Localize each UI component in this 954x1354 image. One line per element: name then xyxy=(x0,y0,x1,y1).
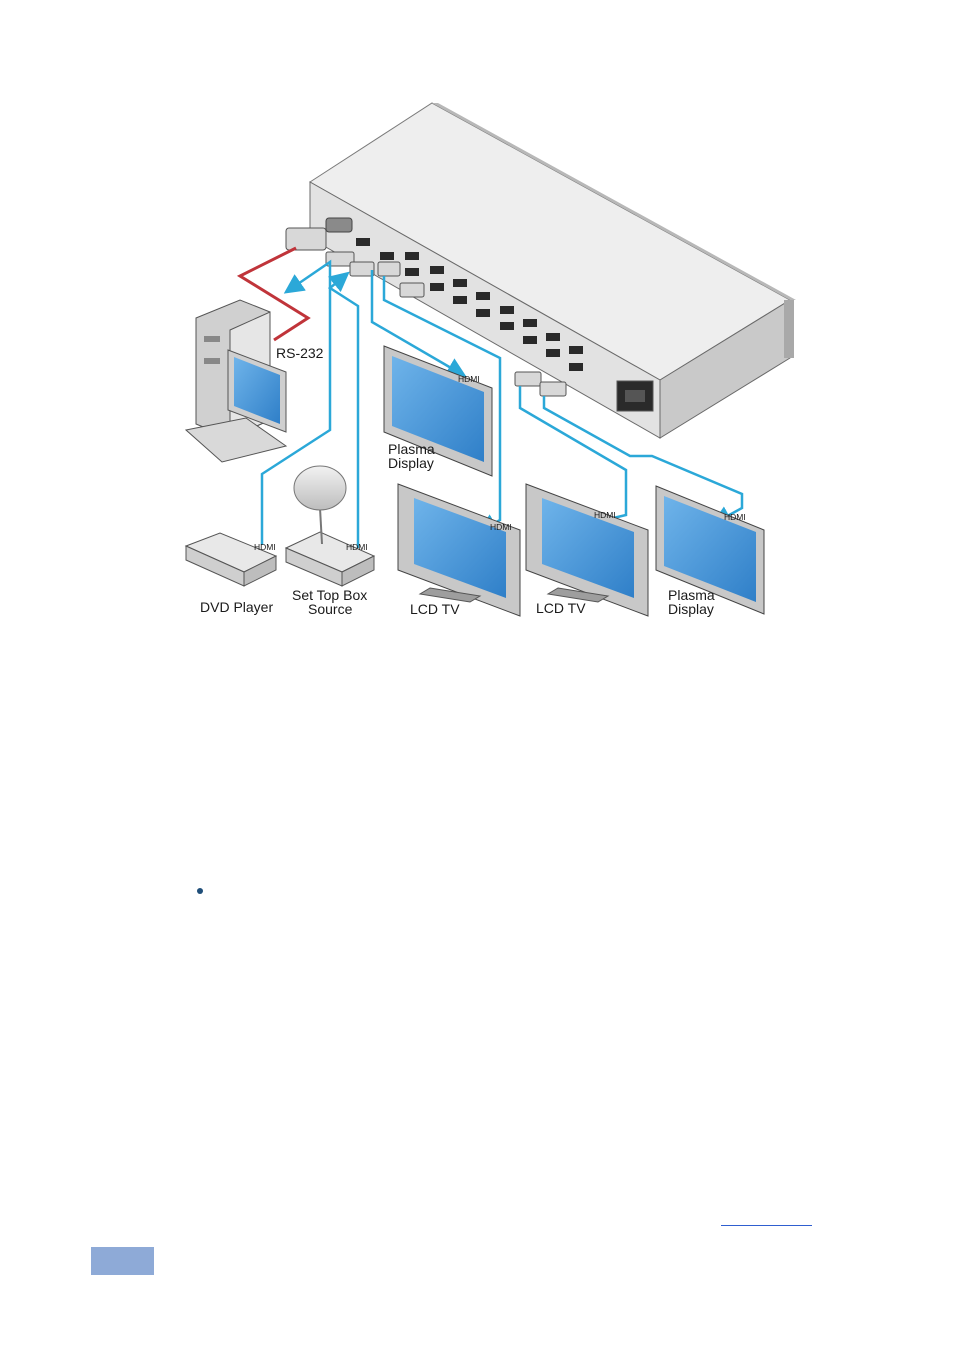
rs232-cable xyxy=(236,246,311,342)
label-hdmi-plasma-right: HDMI xyxy=(724,512,746,522)
label-hdmi-plasma-top: HDMI xyxy=(458,374,480,384)
pc-computer xyxy=(184,299,288,463)
plasma-display-right xyxy=(655,485,765,615)
set-top-box-device xyxy=(284,465,376,587)
dvd-player-device xyxy=(184,532,278,587)
list-bullet xyxy=(197,888,203,894)
label-hdmi-lcd-1: HDMI xyxy=(490,522,512,532)
label-set-top-box-source: Source xyxy=(308,601,353,617)
lcd-tv-2 xyxy=(525,483,649,617)
label-plasma-top: Plasma xyxy=(388,441,435,457)
label-hdmi-dvd: HDMI xyxy=(254,542,276,552)
label-plasma-top-display: Display xyxy=(388,455,434,471)
hdmi-ports xyxy=(356,238,583,371)
label-lcd-tv-1: LCD TV xyxy=(410,601,460,617)
label-plasma-right-display: Display xyxy=(668,601,714,617)
label-set-top-box: Set Top Box xyxy=(292,587,367,603)
label-hdmi-lcd-2: HDMI xyxy=(594,510,616,520)
hyperlink-underline[interactable] xyxy=(721,1225,812,1226)
label-rs232: RS-232 xyxy=(276,345,324,361)
label-hdmi-stb: HDMI xyxy=(346,542,368,552)
matrix-switcher xyxy=(309,102,796,439)
page-number-tab xyxy=(91,1247,154,1275)
label-plasma-right: Plasma xyxy=(668,587,715,603)
plasma-display-top xyxy=(383,345,493,477)
label-lcd-tv-2: LCD TV xyxy=(536,600,586,616)
cable-connectors xyxy=(285,227,567,397)
lcd-tv-1 xyxy=(397,483,521,617)
label-dvd-player: DVD Player xyxy=(200,599,273,615)
